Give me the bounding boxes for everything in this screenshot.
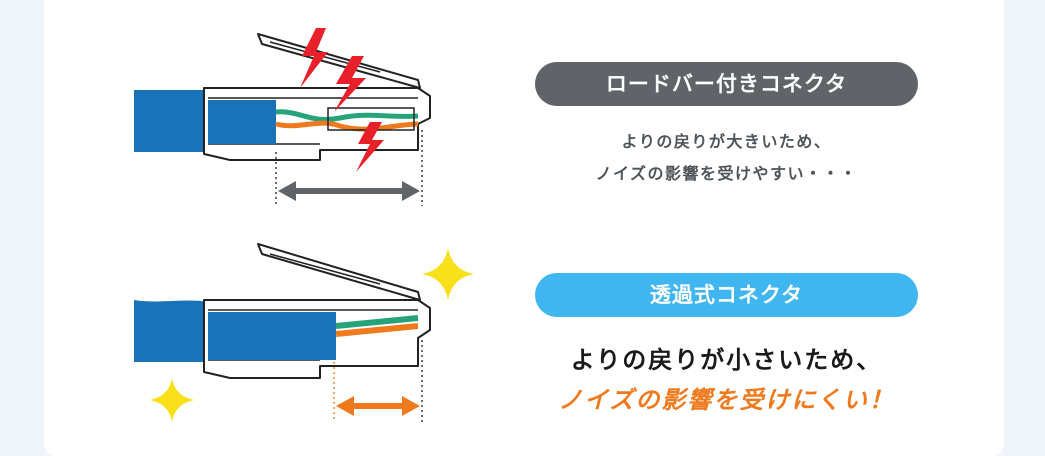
bottom-inner-jacket <box>208 312 336 360</box>
load-bar-connector-illustration <box>134 28 431 206</box>
top-wire-green <box>275 109 419 122</box>
transparent-description-line2: ノイズの影響を受けにくい！ <box>558 386 895 414</box>
transparent-description-line1: よりの戻りが小さいため、 <box>570 346 883 374</box>
lightning-icon <box>356 122 384 172</box>
top-length-arrow <box>278 181 420 201</box>
transparent-connector-illustration <box>134 243 474 422</box>
load-bar-description-line2: ノイズの影響を受けやすい・・・ <box>595 164 858 183</box>
load-bar-description-line1: よりの戻りが大きいため、 <box>621 132 832 151</box>
top-wire-orange <box>275 120 419 132</box>
lightning-icon <box>334 56 366 112</box>
bottom-wire-green <box>335 315 419 329</box>
sparkle-icon <box>150 378 194 422</box>
lightning-icon <box>300 28 328 88</box>
bottom-length-arrow <box>336 396 420 416</box>
transparent-connector-title: 透過式コネクタ <box>535 273 918 317</box>
top-cable <box>134 90 208 152</box>
top-inner-jacket <box>208 100 276 144</box>
bottom-wire-orange <box>335 323 419 337</box>
bottom-cable <box>134 300 208 362</box>
load-bar-connector-title: ロードバー付きコネクタ <box>535 62 918 106</box>
bottom-latch <box>257 243 421 301</box>
sparkle-icon <box>422 248 474 300</box>
